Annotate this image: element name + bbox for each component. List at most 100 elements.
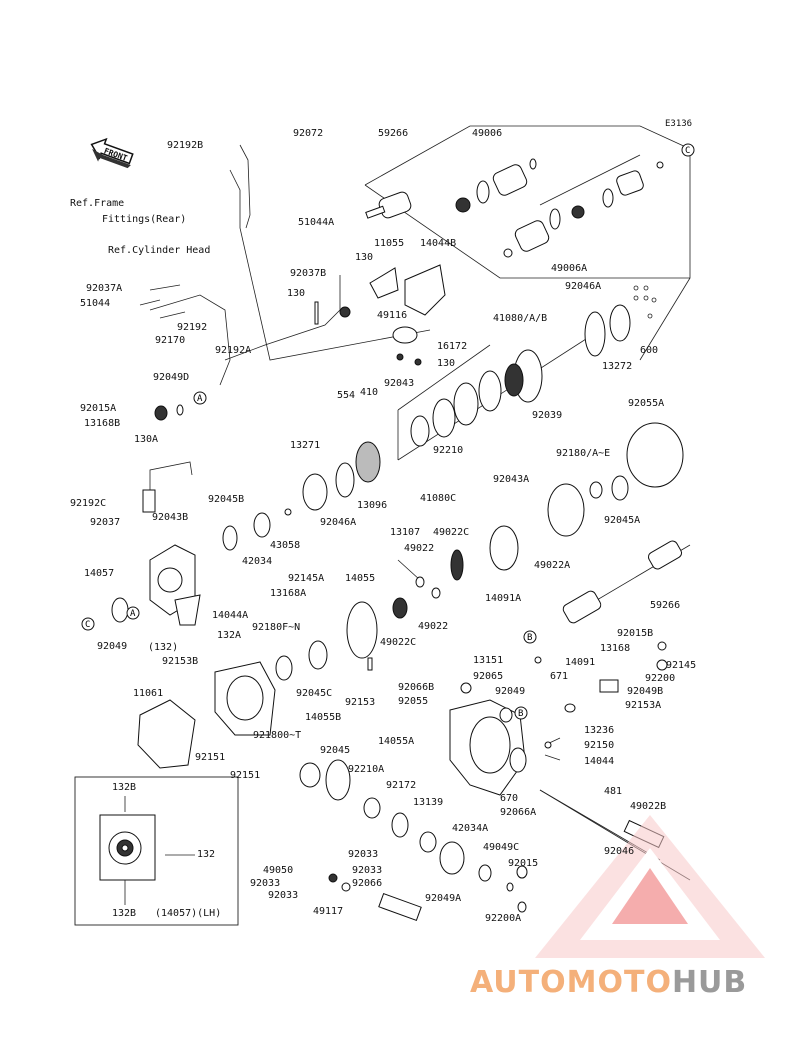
part-label: 42034 [242,556,273,567]
part-label: 130 [355,252,374,263]
part-label: 49022 [418,621,449,632]
part-label: 49022C [433,527,470,538]
part-label: 92151 [195,752,226,763]
part-label: 13272 [602,361,633,372]
diagram-id: E3136 [665,119,693,129]
drive-shaft-group [364,125,691,279]
part-label: 14044A [212,610,249,621]
part-label: 92045B [208,494,245,505]
svg-text:C: C [685,146,690,156]
callout-C1: C [681,143,695,157]
part-label: 92046A [320,517,357,528]
part-label: 43058 [270,540,301,551]
part-label: 92049 [97,641,128,652]
part-label: 92192 [177,322,208,333]
watermark-part2: HUB [671,965,748,1000]
inset-caption: (14057)(LH) [155,908,222,919]
part-label: 51044 [80,298,111,309]
ref-frame-label: Ref.Frame [70,198,125,209]
svg-text:A: A [130,609,136,619]
svg-text:A: A [197,394,203,404]
part-label: 16172 [437,341,468,352]
part-label: 59266 [650,600,681,611]
ref-cylinder-label: Ref.Cylinder Head [108,245,211,256]
part-label: 92066B [398,682,435,693]
svg-text:B: B [518,709,523,719]
housing-14055B [137,661,381,819]
part-label: 92153A [625,700,662,711]
part-label: 41080/A/B [493,313,548,324]
part-label: 92039 [532,410,563,421]
part-label: 92055A [628,398,665,409]
part-label: 51044A [298,217,335,228]
housing-14057 [111,404,201,626]
part-label: 92049 [495,686,526,697]
part-label: 92033 [268,890,299,901]
watermark-logo [535,815,765,958]
part-label: 49117 [313,906,344,917]
part-label: 92045C [296,688,333,699]
watermark-text: AUTOMOTOHUB [470,965,747,1000]
inset-box [74,776,239,926]
callout-C2: C [81,617,95,631]
part-label: 92200A [485,913,522,924]
clutch-ring-stack [397,277,691,488]
part-label: 92192B [167,140,204,151]
part-label: 14044B [420,238,457,249]
part-label: 92192C [70,498,107,509]
part-label: 92015A [80,403,117,414]
part-label: 11055 [374,238,405,249]
part-label: 92192A [215,345,252,356]
part-label: 49050 [263,865,294,876]
part-label: 13096 [357,500,388,511]
part-label: 132 [197,849,216,860]
part-label: 49022C [380,637,417,648]
part-label: 92043B [152,512,189,523]
part-label: 92045A [604,515,641,526]
part-label: 49116 [377,310,408,321]
part-label: 92210A [348,764,385,775]
lower-fittings [328,641,668,922]
part-label: 671 [550,671,569,682]
part-label: 92172 [386,780,417,791]
part-label: 49022 [404,543,435,554]
part-label: 132A [217,630,242,641]
part-label: 92043A [493,474,530,485]
part-label: 13168A [270,588,307,599]
part-label: 13107 [390,527,421,538]
part-label: 92153B [162,656,199,667]
part-label: 13168 [600,643,631,654]
part-label: 14091A [485,593,522,604]
part-label: 92145 [666,660,697,671]
part-label: (132) [148,642,179,653]
part-label: 92037A [86,283,123,294]
part-label: 92151 [230,770,261,781]
part-label: 11061 [133,688,164,699]
part-label: 92150 [584,740,615,751]
part-label: 13168B [84,418,121,429]
part-label: 410 [360,387,379,398]
part-label: 92033 [250,878,281,889]
svg-text:B: B [527,633,532,643]
part-label: 14055A [378,736,415,747]
part-label: 13139 [413,797,444,808]
part-label: 41080C [420,493,457,504]
part-label: 49049C [483,842,520,853]
part-label: 92037B [290,268,327,279]
housing-14055A [391,699,691,913]
part-label: 92066A [500,807,537,818]
part-label: 92015B [617,628,654,639]
part-label: 92210 [433,445,464,456]
part-label: 132B [112,782,137,793]
part-label: 14055 [345,573,376,584]
upper-bracket-parts [314,264,446,366]
part-label: 59266 [378,128,409,139]
part-label: 92037 [90,517,121,528]
part-label: 481 [604,786,623,797]
axle-shaft-59266 [562,540,691,624]
callout-A2: A [126,606,140,620]
part-label: 670 [500,793,519,804]
part-label: 130 [287,288,306,299]
part-label: 42034A [452,823,489,834]
